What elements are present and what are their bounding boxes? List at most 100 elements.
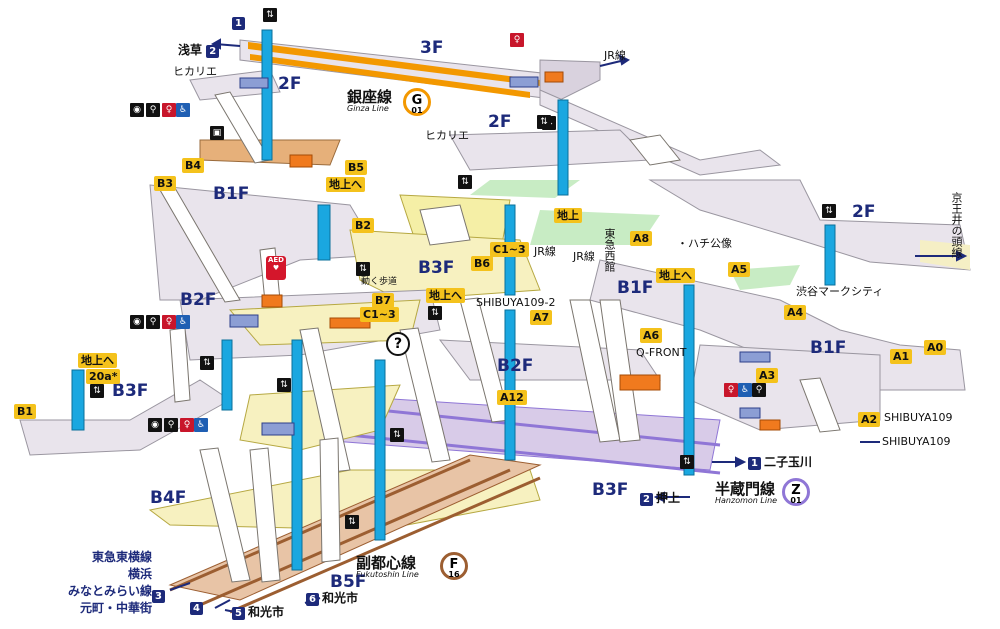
escalators <box>261 71 781 431</box>
elevator-icon: ⇅ <box>277 378 291 392</box>
exit-b1[interactable]: B1 <box>14 404 37 419</box>
floor-label-2f-right: 2F <box>852 202 876 222</box>
floor-label-b3f-bottom: B3F <box>592 480 629 500</box>
exit-a4[interactable]: A4 <box>784 305 807 320</box>
ginza-badge-letter: G <box>411 93 423 108</box>
place-mark-city: 渋谷マークシティ <box>796 285 884 298</box>
exit-b3[interactable]: B3 <box>154 176 177 191</box>
aed-icon: AED♥ <box>266 256 286 280</box>
ginza-platform-track-2 <box>250 54 530 98</box>
hanzomon-p2-number: 2 <box>640 493 653 506</box>
elevator-icon: ⇅ <box>822 204 836 218</box>
restroom-icon: ♀ <box>162 315 176 329</box>
ginza-line-name: 銀座線 <box>347 88 393 106</box>
hanzomon-badge-letter: Z <box>791 483 801 498</box>
floor-label-3f: 3F <box>420 38 444 58</box>
floor-label-b1f-right: B1F <box>810 338 847 358</box>
platform-3: 3 <box>152 586 168 603</box>
green-corridor-top <box>470 180 580 198</box>
hanzomon-line-label: 半蔵門線 Hanzomon Line <box>715 482 777 505</box>
wheelchair-icon: ♿ <box>176 315 190 329</box>
place-jr-top: JR線 <box>604 49 626 62</box>
exit-a7[interactable]: A7 <box>530 310 553 325</box>
floor-label-2f-left: 2F <box>278 74 302 94</box>
exit-to-ground-3[interactable]: 地上へ <box>656 268 695 283</box>
exit-c1-3-b[interactable]: C1~3 <box>360 307 399 322</box>
exit-20a[interactable]: 20a* <box>86 369 121 384</box>
ticket-gates <box>229 76 771 436</box>
hanzomon-line-name: 半蔵門線 <box>715 480 776 498</box>
tokyu-line-4: 元町・中華街 <box>79 601 152 615</box>
accessible-restroom-icon: ⚲ <box>164 418 178 432</box>
b2-east <box>689 344 881 431</box>
platform-6-dest: 和光市 <box>322 591 359 605</box>
exit-b7[interactable]: B7 <box>372 293 395 308</box>
fukutoshin-track-1 <box>169 458 471 592</box>
exit-b6[interactable]: B6 <box>471 256 494 271</box>
restroom-icon: ♀ <box>162 103 176 117</box>
elevator-icon: ⇅ <box>537 115 551 129</box>
exit-a8[interactable]: A8 <box>630 231 653 246</box>
elevator-icon: ⇅ <box>90 384 104 398</box>
hanzomon-p1-number: 1 <box>748 457 761 470</box>
exit-a3[interactable]: A3 <box>756 368 779 383</box>
floor-label-b3f-center: B3F <box>418 258 455 278</box>
tokyu-line-2: 横浜 <box>127 567 152 581</box>
wheelchair-icon: ♿ <box>194 418 208 432</box>
place-hikarie-mid: ヒカリエ <box>425 129 469 142</box>
exit-to-ground-1[interactable]: 地上へ <box>326 177 365 192</box>
mid-2f-platform <box>449 129 652 171</box>
elevator-icon: ⇅ <box>680 455 694 469</box>
ginza-platform-track <box>248 42 540 86</box>
exit-ground[interactable]: 地上 <box>554 208 582 223</box>
platform-3-number: 3 <box>152 590 165 603</box>
elevator-icon: ⇅ <box>390 428 404 442</box>
platform-5-dest: 和光市 <box>248 605 285 619</box>
exit-a5[interactable]: A5 <box>728 262 751 277</box>
floor-label-b1f-mid: B1F <box>617 278 654 298</box>
accessible-restroom-icon: ⚲ <box>146 315 160 329</box>
floor-label-2f-mid: 2F <box>488 112 512 132</box>
place-hachiko: ・ハチ公像 <box>677 237 732 250</box>
exit-a0[interactable]: A0 <box>924 340 947 355</box>
ginza-line-label: 銀座線 Ginza Line <box>347 90 392 113</box>
platform-1-number: 1 <box>232 17 245 30</box>
restroom-icon: ♀ <box>510 33 524 47</box>
place-toyoko-nishi: 東急西館 <box>603 228 616 272</box>
aed-label: AED <box>267 256 284 264</box>
exit-to-ground-4[interactable]: 地上へ <box>78 353 117 368</box>
exit-a1[interactable]: A1 <box>890 349 913 364</box>
exit-to-ground-2[interactable]: 地上へ <box>426 288 465 303</box>
exit-a6[interactable]: A6 <box>640 328 663 343</box>
restroom-icon: ♀ <box>724 383 738 397</box>
exit-a2[interactable]: A2 <box>858 412 881 427</box>
platform-2-ginza: 浅草 2 <box>178 44 222 58</box>
place-keio-line: 京王井の頭線 <box>950 192 963 258</box>
exit-b2[interactable]: B2 <box>352 218 375 233</box>
accessible-restroom-icon: ⚲ <box>146 103 160 117</box>
fukutoshin-badge-number: 16 <box>448 570 460 579</box>
exit-b4[interactable]: B4 <box>182 158 205 173</box>
tokyu-toyoko-legend: 東急東横線 横浜 みなとみらい線 元町・中華街 <box>60 548 152 616</box>
help-icon[interactable]: ? <box>386 332 410 356</box>
fukutoshin-line-label: 副都心線 Fukutoshin Line <box>356 556 419 579</box>
exit-c1-3-a[interactable]: C1~3 <box>490 242 529 257</box>
platform-5-number: 5 <box>232 607 245 620</box>
skybridge-diag <box>539 89 782 176</box>
ginza-line-sub: Ginza Line <box>347 104 389 113</box>
platform-6-number: 6 <box>306 593 319 606</box>
elevator-icon: ⇅ <box>263 8 277 22</box>
floor-label-b5f: B5F <box>330 572 367 592</box>
elevator-icon: ⇅ <box>345 515 359 529</box>
elevator-icon: ⇅ <box>458 175 472 189</box>
baby-icon: ◉ <box>130 315 144 329</box>
exit-b5[interactable]: B5 <box>345 160 368 175</box>
ginza-line-badge: G 01 <box>403 88 431 116</box>
exit-a12[interactable]: A12 <box>497 390 527 405</box>
floor-label-b3f-left: B3F <box>112 381 149 401</box>
hanzomon-p2-dest: 押上 <box>656 491 681 505</box>
place-shibuya109-b: SHIBUYA109 <box>882 435 951 448</box>
ginza-east-concourse <box>539 59 601 101</box>
fukutoshin-track-2 <box>199 468 511 607</box>
